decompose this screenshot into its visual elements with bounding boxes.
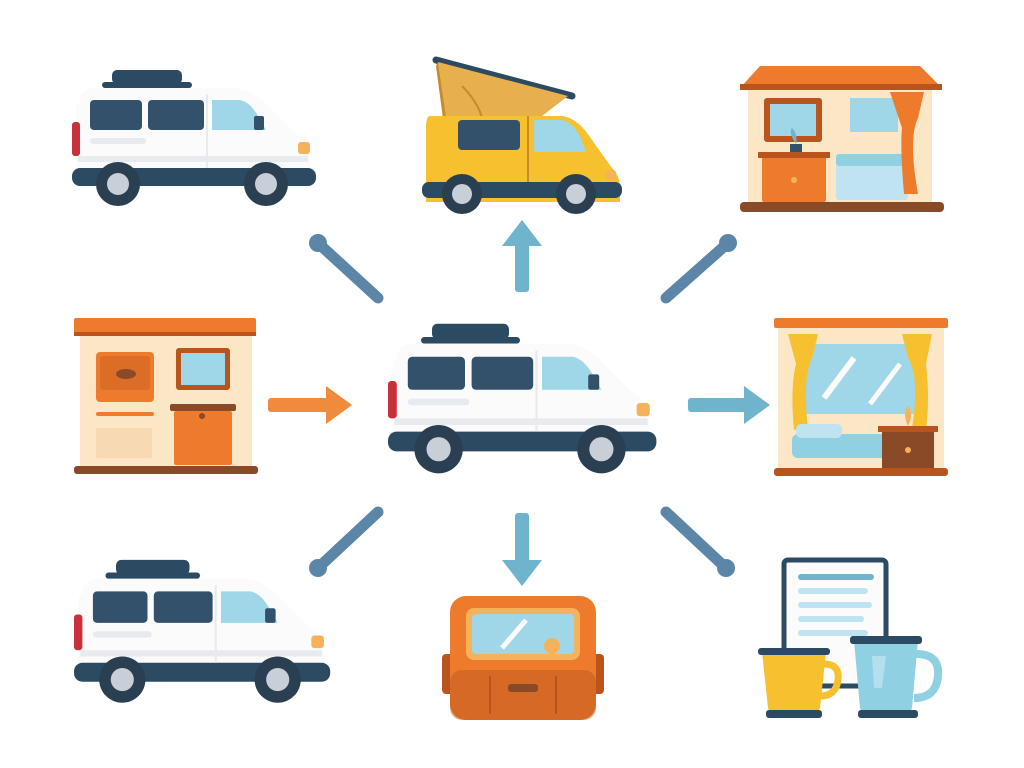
arrow-up	[502, 220, 542, 292]
yellow-pop-top-camper-icon	[422, 56, 622, 214]
kitchenette-unit-icon	[74, 318, 258, 474]
link-top-right	[660, 234, 737, 304]
arrow-down	[502, 513, 542, 586]
link-bottom-right	[660, 506, 735, 577]
arrow-to-bedroom	[688, 386, 770, 424]
cabin-interior-icon	[740, 66, 944, 212]
connectors	[268, 220, 770, 586]
bedroom-window-icon	[774, 318, 948, 476]
checklist-and-mugs-icon	[758, 557, 943, 718]
link-top-left	[309, 234, 384, 304]
arrow-from-kitchenette	[268, 386, 352, 424]
orange-storage-cabinet-icon	[442, 596, 604, 720]
link-bottom-left	[309, 506, 384, 577]
